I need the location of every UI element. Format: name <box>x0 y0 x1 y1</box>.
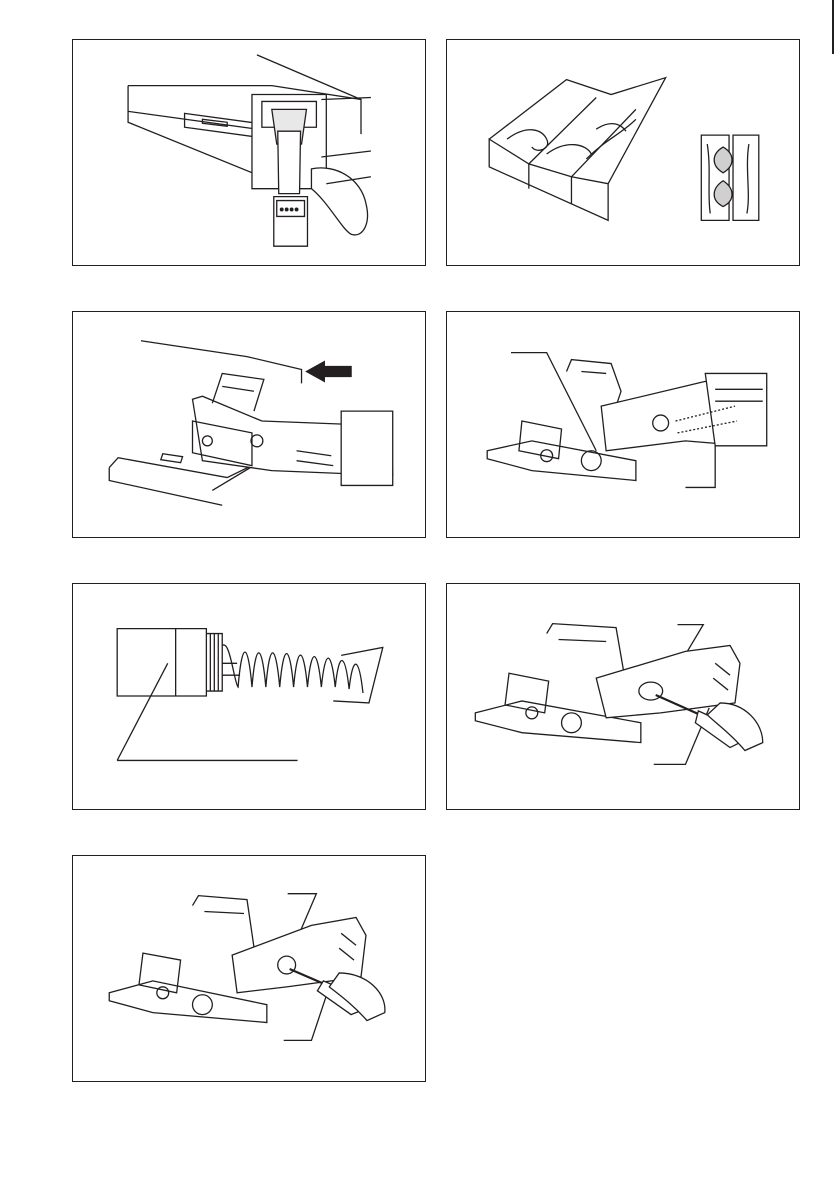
figure-2-illustration <box>447 40 799 265</box>
figure-6-illustration <box>447 584 799 809</box>
callout-line-lower <box>685 441 715 488</box>
page-edge-bar <box>832 0 834 54</box>
figure-carbon-brush-with-spring <box>72 583 426 810</box>
carbon-brush-block <box>117 629 206 696</box>
spring-coil <box>222 645 363 693</box>
figure-7-illustration <box>73 856 425 1081</box>
figure-1-illustration <box>73 40 425 265</box>
figure-3-illustration <box>73 312 425 537</box>
figure-joiner-with-callouts <box>446 311 800 538</box>
figure-brush-holder-cap-install <box>72 855 426 1082</box>
figure-brush-holder-cap-removal <box>446 583 800 810</box>
figure-joiner-pushed-into-board <box>72 311 426 538</box>
figure-biscuit-joined-boards <box>446 39 800 266</box>
figure-4-illustration <box>447 312 799 537</box>
figure-joiner-cutting-panel <box>72 39 426 266</box>
callout-line-upper <box>511 353 596 451</box>
figure-5-illustration <box>73 584 425 809</box>
